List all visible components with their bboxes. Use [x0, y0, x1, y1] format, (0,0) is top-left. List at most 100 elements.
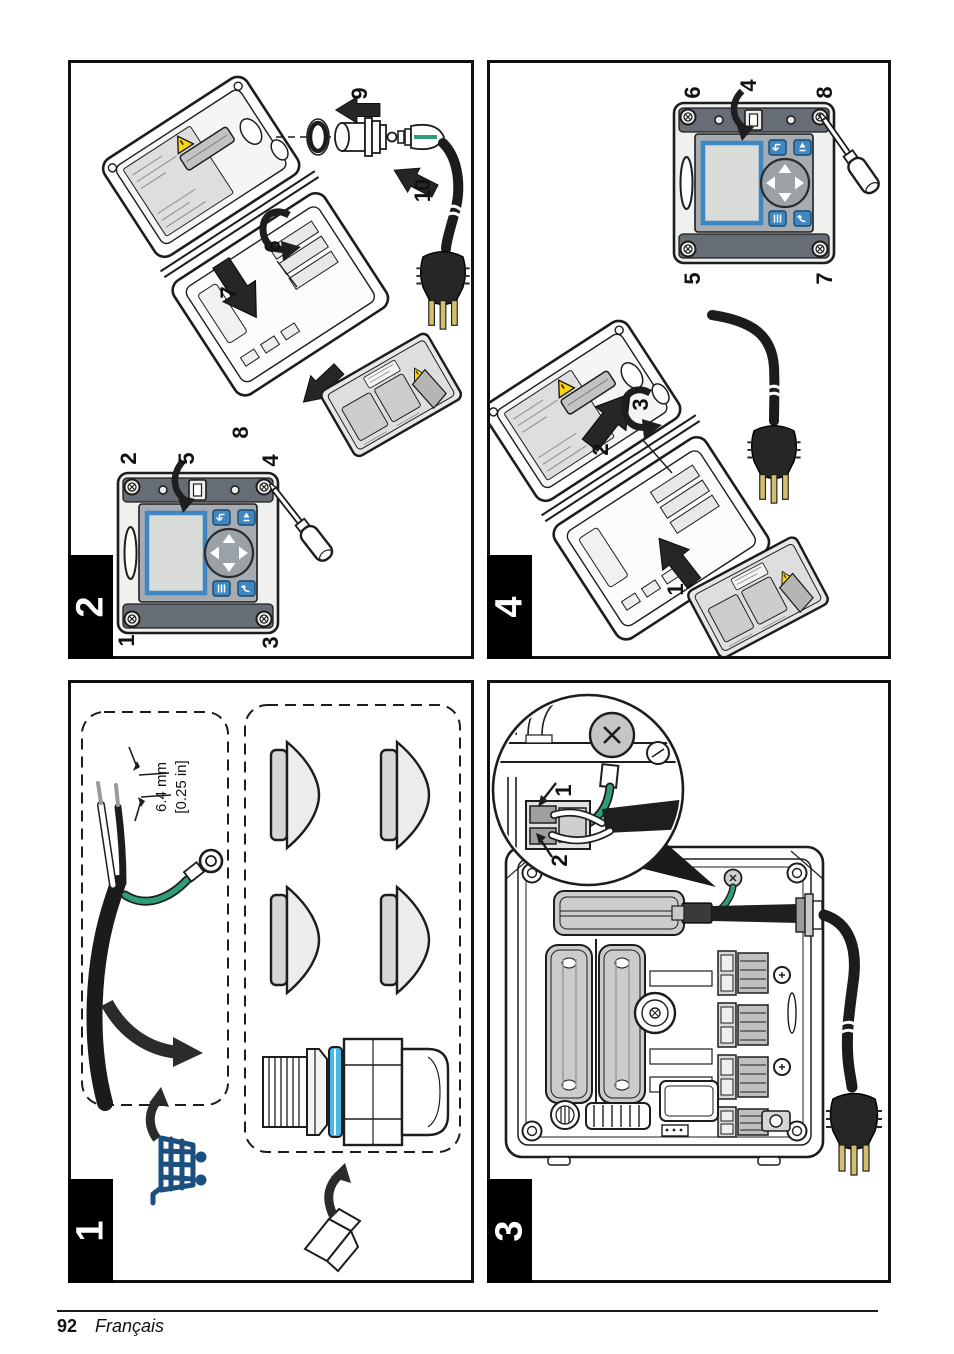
figure-panel-step1: 6.4 mm [0.25 in] 1: [68, 680, 474, 1283]
callout-4: 4: [736, 80, 761, 92]
power-cord: [438, 138, 464, 254]
label-slot: [679, 156, 694, 210]
cord-break: [765, 384, 784, 399]
callout-2: 2: [588, 444, 613, 456]
user-supplied-arrow: [145, 1087, 169, 1142]
dpad-left-icon: [766, 176, 775, 190]
callout-1: 1: [114, 635, 139, 647]
screwdriver: [268, 482, 334, 562]
callout-8: 8: [812, 87, 837, 99]
callout-5: 5: [680, 273, 705, 285]
power-plug: [826, 1092, 882, 1176]
power-plug: [747, 424, 801, 504]
step-number: 2: [69, 596, 112, 618]
bottom-gland: [550, 1100, 580, 1130]
strip-length-metric: 6.4 mm: [153, 762, 170, 813]
pcb-screw: [773, 966, 791, 984]
ground-wire: [122, 877, 190, 904]
stripped-cable: [86, 781, 224, 1111]
figure-panel-step4: 1 2 3 4 5 6 7 8 4: [487, 60, 891, 659]
step4-illustration: [490, 88, 880, 656]
strain-relief-fitting: [334, 117, 387, 157]
line-wire: [114, 803, 127, 887]
arrow-step7: [212, 256, 257, 319]
step-number-box: 3: [487, 1179, 532, 1283]
warning-triangle-icon: [557, 379, 576, 399]
callout-2: 2: [116, 453, 141, 465]
rotate-arrow-step5: [171, 458, 195, 513]
rotate-arrow-step3: [620, 386, 673, 474]
language-label: Français: [95, 1316, 165, 1336]
callout-7: 7: [216, 287, 241, 299]
enter-icon: [240, 584, 250, 593]
callout-8: 8: [228, 427, 253, 439]
callout-2: 2: [547, 855, 572, 867]
inset-callout-arrows: [536, 782, 557, 858]
figure-panel-step3: 1 2 3: [487, 680, 891, 1283]
cord-end: [386, 123, 445, 151]
page-number: 92: [57, 1316, 78, 1336]
keypad-buttons: [212, 509, 256, 597]
opened-controller: [101, 75, 390, 397]
cord-break: [839, 1020, 859, 1036]
controller-front-panel: [116, 471, 280, 635]
power-cord: [707, 310, 780, 426]
dpad-right-icon: [795, 176, 804, 190]
callout-7: 7: [812, 273, 837, 285]
callout-6: 6: [260, 241, 285, 253]
dpad-right-icon: [239, 546, 248, 560]
menu-icon: [773, 214, 782, 223]
callout-3: 3: [628, 399, 653, 411]
dpad-down-icon: [778, 193, 792, 202]
figure-panel-step2: 1 2 3 4 5 6 7 8 9 10 2: [68, 60, 474, 659]
label-slot: [123, 526, 138, 580]
high-voltage-barrier: [687, 536, 829, 656]
keypad-buttons: [768, 139, 812, 227]
step2-illustration: [101, 75, 470, 635]
cart-icon: [150, 1135, 207, 1206]
callout-1: 1: [551, 785, 576, 797]
sealing-plugs: [269, 739, 431, 996]
step3-illustration: [491, 693, 882, 1176]
callout-5: 5: [174, 453, 199, 465]
neutral-wire: [98, 802, 116, 888]
pcb-screw: [773, 1058, 791, 1076]
callout-10: 10: [410, 179, 435, 203]
warning-triangle-icon: [176, 135, 195, 155]
buzzer: [633, 991, 677, 1035]
keypad-enter-button: [237, 580, 256, 597]
display-screen: [144, 510, 208, 596]
cord-break: [444, 204, 463, 219]
footer-rule: [57, 1310, 878, 1312]
power-cord: [818, 909, 860, 1093]
rotate-arrow-step4: [730, 88, 754, 141]
step-number: 3: [488, 1220, 531, 1242]
power-terminal: [671, 902, 713, 924]
menu-icon: [217, 584, 226, 593]
dpad-down-icon: [222, 563, 236, 572]
inset-ground-screw: [588, 711, 636, 759]
inset-cable-band: [602, 799, 680, 833]
callout-6: 6: [680, 87, 705, 99]
home-icon: [799, 142, 806, 152]
relay-covers: [545, 944, 646, 1104]
terminal-blocks: [717, 950, 769, 1138]
dpad-left-icon: [210, 546, 219, 560]
gland-seal-piece: [303, 1207, 362, 1273]
wire-prep-box: [81, 711, 229, 1106]
home-icon: [243, 512, 250, 522]
dpad-up-icon: [222, 534, 236, 543]
callout-4: 4: [258, 455, 283, 467]
strip-length-dimension: [128, 746, 172, 822]
step-number-box: 2: [68, 555, 113, 659]
sealing-washer: [306, 118, 330, 156]
component-box: [659, 1080, 719, 1122]
enter-icon: [796, 214, 806, 223]
power-plug: [416, 250, 470, 330]
cable-gland: [262, 1037, 450, 1147]
dpad-up-icon: [778, 164, 792, 173]
callout-9: 9: [347, 88, 372, 100]
arrow-step9: [334, 96, 381, 124]
step-number: 4: [488, 596, 531, 618]
